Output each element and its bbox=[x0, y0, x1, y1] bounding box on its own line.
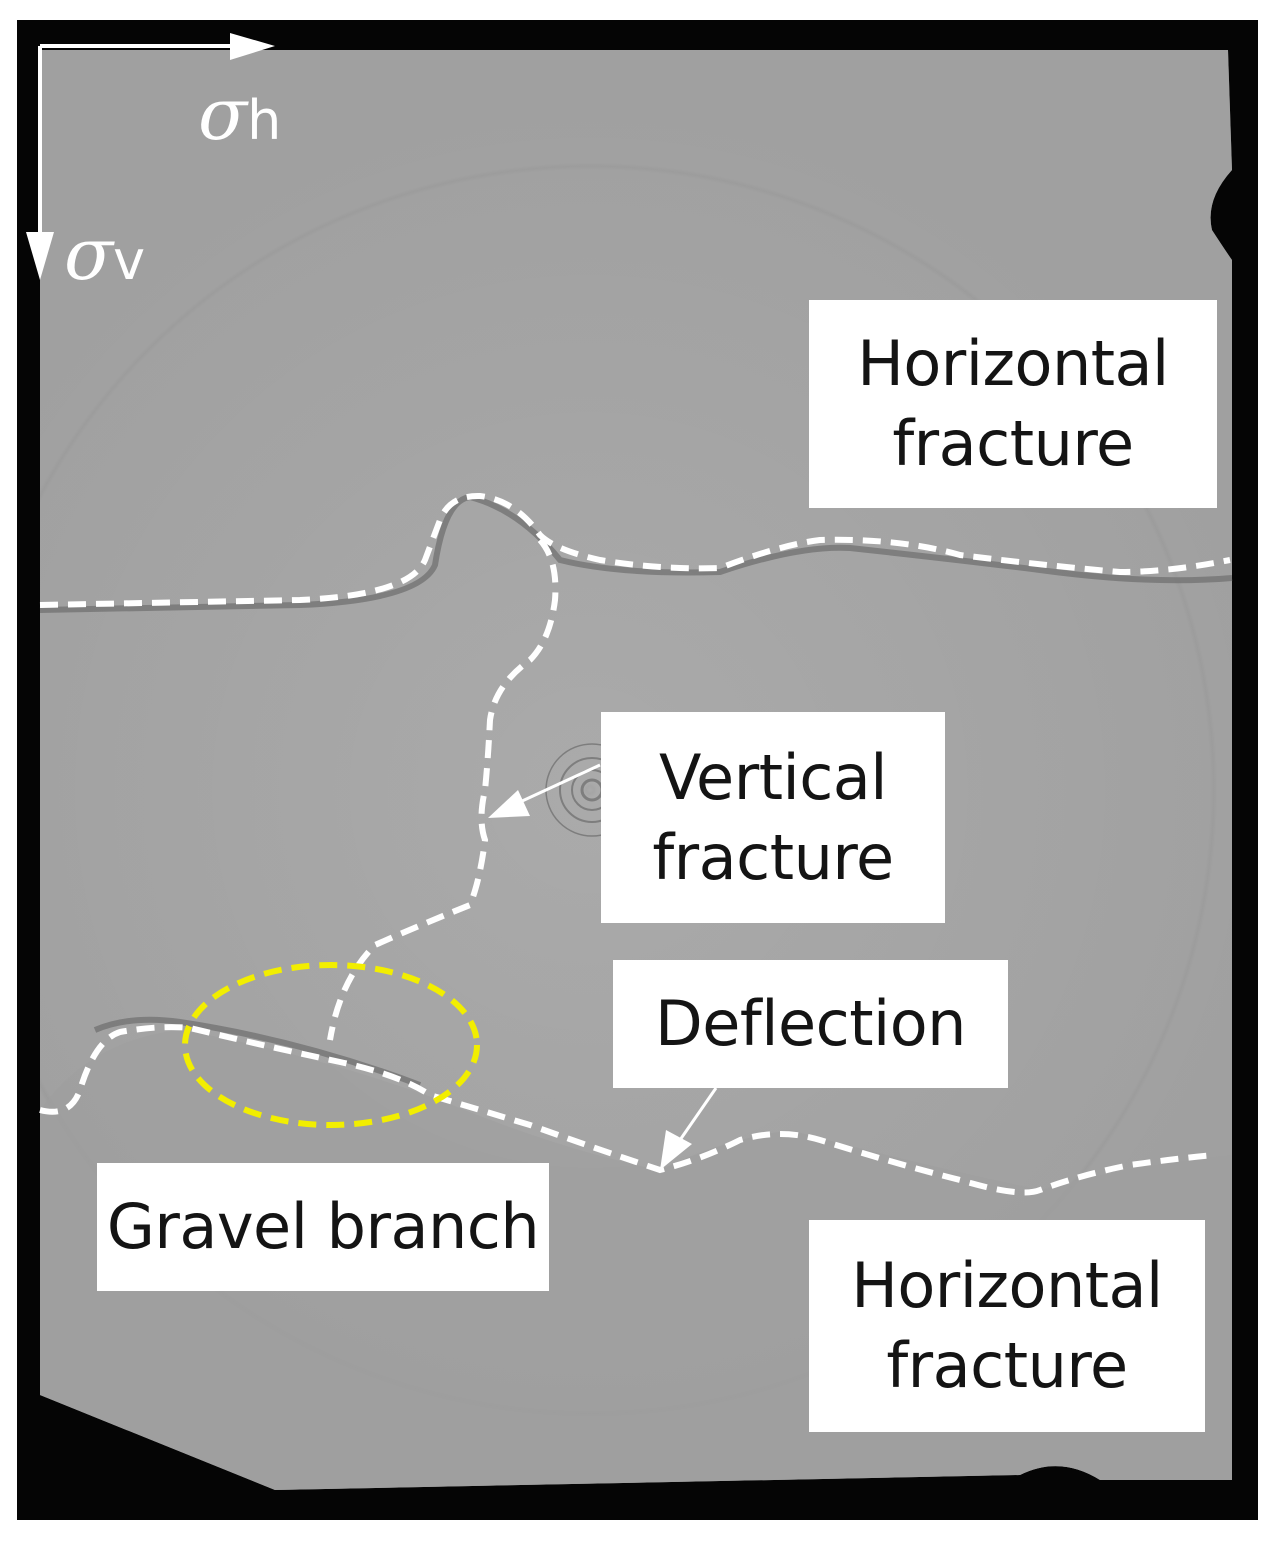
gravel-branch-label: Gravel branch bbox=[97, 1163, 549, 1291]
fracture-traces bbox=[39, 492, 1231, 1196]
horizontal-fracture-top-line bbox=[39, 492, 1231, 608]
sigma-v-subscript: v bbox=[113, 229, 146, 292]
label-line: Gravel branch bbox=[106, 1190, 540, 1263]
label-line: Horizontal bbox=[857, 327, 1169, 400]
vertical-fracture-line bbox=[327, 537, 559, 1041]
label-line: Vertical bbox=[658, 740, 888, 814]
horizontal-fracture-bottom-label: Horizontal fracture bbox=[809, 1220, 1205, 1432]
label-line: Horizontal bbox=[851, 1249, 1163, 1322]
label-line: fracture bbox=[886, 1329, 1128, 1402]
label-line: fracture bbox=[892, 407, 1134, 480]
annotation-arrows bbox=[488, 763, 718, 1170]
vertical-fracture-label: Vertical fracture bbox=[601, 712, 945, 923]
sigma-h-symbol: σ bbox=[198, 72, 248, 156]
label-line: fracture bbox=[652, 820, 894, 894]
gravel-branch-highlight bbox=[182, 962, 480, 1128]
sigma-h-subscript: h bbox=[247, 89, 282, 152]
horizontal-fracture-top-label: Horizontal fracture bbox=[809, 300, 1217, 508]
deflection-label: Deflection bbox=[613, 960, 1008, 1088]
stress-axis-arrows bbox=[26, 33, 275, 280]
sigma-h-label: σh bbox=[198, 78, 281, 150]
sigma-v-label: σv bbox=[64, 218, 145, 290]
label-line: Deflection bbox=[655, 987, 966, 1060]
horizontal-fracture-bottom-line bbox=[39, 1024, 1216, 1196]
sigma-v-symbol: σ bbox=[64, 212, 114, 296]
